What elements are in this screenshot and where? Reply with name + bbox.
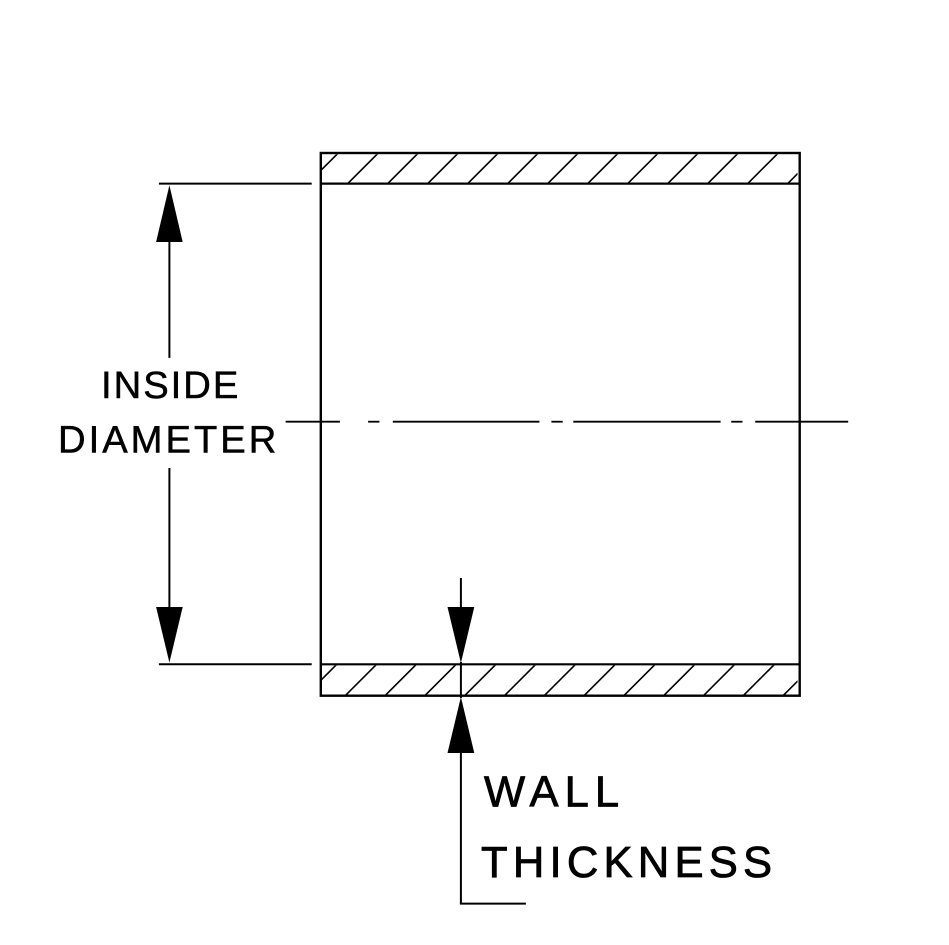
svg-text:WALL: WALL [484,769,625,817]
svg-text:DIAMETER: DIAMETER [58,419,279,462]
svg-text:THICKNESS: THICKNESS [481,839,777,887]
svg-text:INSIDE: INSIDE [101,364,240,407]
